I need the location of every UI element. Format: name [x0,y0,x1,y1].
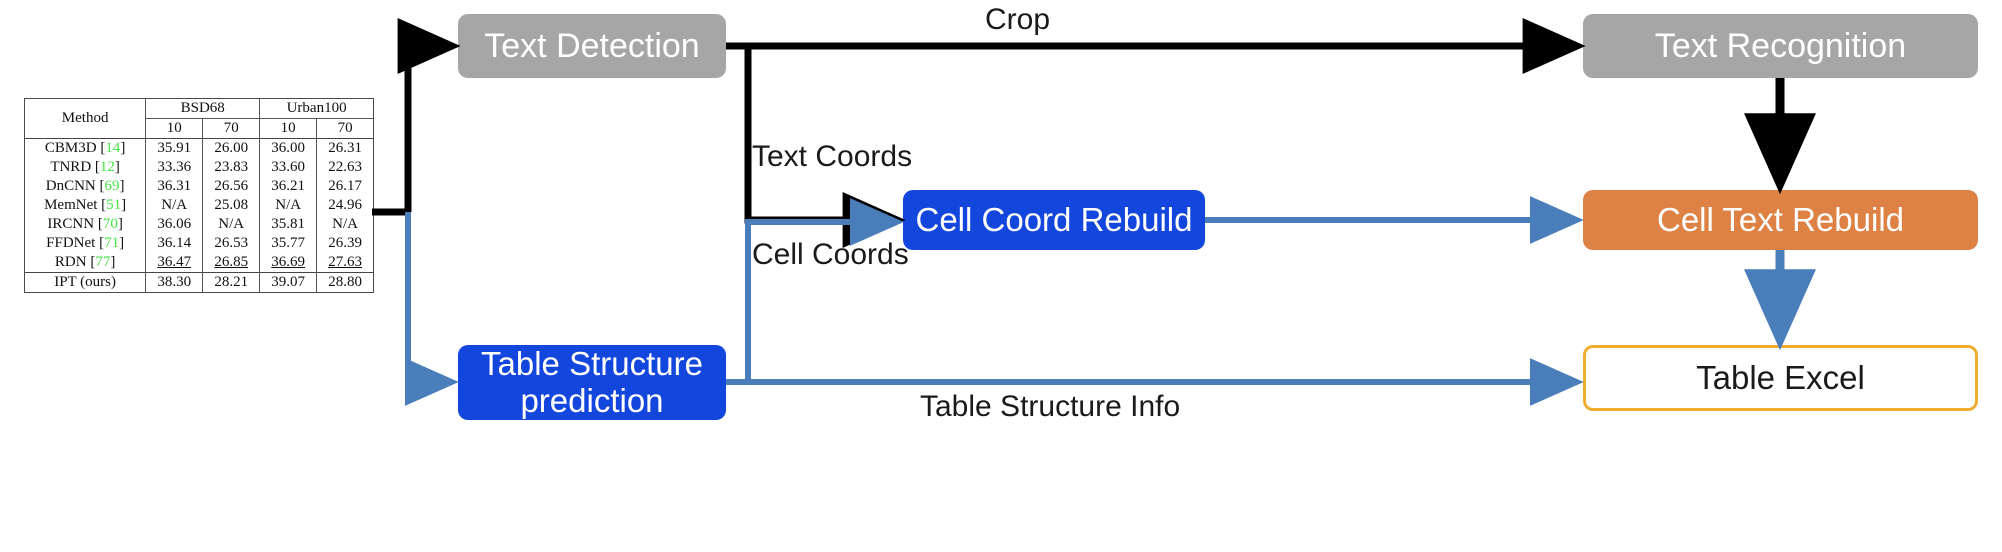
edge-label-text-coords: Text Coords [752,140,913,173]
cell-value: 25.08 [202,196,260,215]
node-cell-coord-rebuild[interactable]: Cell Coord Rebuild [903,190,1205,250]
cell-value: 38.30 [145,272,203,292]
edge-table-to-structure [404,212,459,406]
cell-value: N/A [316,215,373,234]
cell-value: 33.60 [259,158,317,177]
cell-value: 35.91 [145,138,203,158]
cell-value: 26.00 [202,138,260,158]
cell-value: 33.36 [145,158,203,177]
cell-value: 36.06 [145,215,203,234]
cell-value: 35.77 [259,234,317,253]
cell-value: 24.96 [316,196,373,215]
citation-ref: 14 [105,140,121,156]
citation-ref: 77 [95,254,111,270]
cell-value: 26.53 [202,234,260,253]
node-text-detection[interactable]: Text Detection [458,14,726,78]
node-cell-text-rebuild[interactable]: Cell Text Rebuild [1583,190,1978,250]
header-method: Method [61,110,109,126]
cell-value: 26.39 [316,234,373,253]
paper-table: Method BSD68 Urban100 10 70 10 70 CBM3D … [24,98,374,293]
edge-label-crop: Crop [985,3,1051,36]
citation-ref: 51 [106,197,122,213]
edge-table-to-text-detection [372,18,461,216]
citation-ref: 12 [99,159,115,175]
cell-method: FFDNet [71] [46,235,125,251]
cell-value: 28.80 [316,272,373,292]
cell-method: DnCNN [69] [45,178,125,194]
table-header-row-1: Method BSD68 Urban100 [25,99,373,126]
paper-table-grid: Method BSD68 Urban100 10 70 10 70 CBM3D … [25,99,373,292]
edge-label-cell-coords: Cell Coords [752,238,909,271]
cell-value: N/A [259,196,317,215]
edge-label-table-structure-info: Table Structure Info [920,390,1181,423]
cell-method: RDN [77] [54,254,116,270]
cell-value: 27.63 [316,253,373,273]
citation-ref: 70 [102,216,118,232]
subheader-urban100-70: 70 [316,118,373,139]
subheader-bsd68-10: 10 [145,118,203,139]
cell-value: 39.07 [259,272,317,292]
cell-value: N/A [145,196,203,215]
citation-ref: 69 [104,178,120,194]
cell-value: 35.81 [259,215,317,234]
node-text-recognition[interactable]: Text Recognition [1583,14,1978,78]
cell-method: CBM3D [14] [44,140,126,156]
cell-value: 36.69 [259,253,317,273]
cell-value: 36.21 [259,177,317,196]
cell-value: 36.47 [145,253,203,273]
cell-method: TNRD [12] [50,159,120,175]
cell-value: 26.17 [316,177,373,196]
cell-value: 22.63 [316,158,373,177]
cell-value: 36.00 [259,138,317,158]
header-bsd68: BSD68 [145,99,260,119]
cell-value: N/A [202,215,260,234]
node-table-excel[interactable]: Table Excel [1583,345,1978,411]
cell-value: 36.14 [145,234,203,253]
cell-value: 26.56 [202,177,260,196]
citation-ref: 71 [104,235,120,251]
cell-value: 26.31 [316,138,373,158]
cell-method: IPT (ours) [54,274,117,290]
cell-value: 36.31 [145,177,203,196]
cell-value: 23.83 [202,158,260,177]
subheader-urban100-10: 10 [259,118,317,139]
cell-method: IRCNN [70] [47,216,123,232]
cell-method: MemNet [51] [44,197,127,213]
edge-text-coords [744,46,906,248]
cell-value: 28.21 [202,272,260,292]
header-urban100: Urban100 [259,99,373,119]
table-header-row-2: 10 70 10 70 [25,118,373,139]
subheader-bsd68-70: 70 [202,118,260,139]
cell-value: 26.85 [202,253,260,273]
